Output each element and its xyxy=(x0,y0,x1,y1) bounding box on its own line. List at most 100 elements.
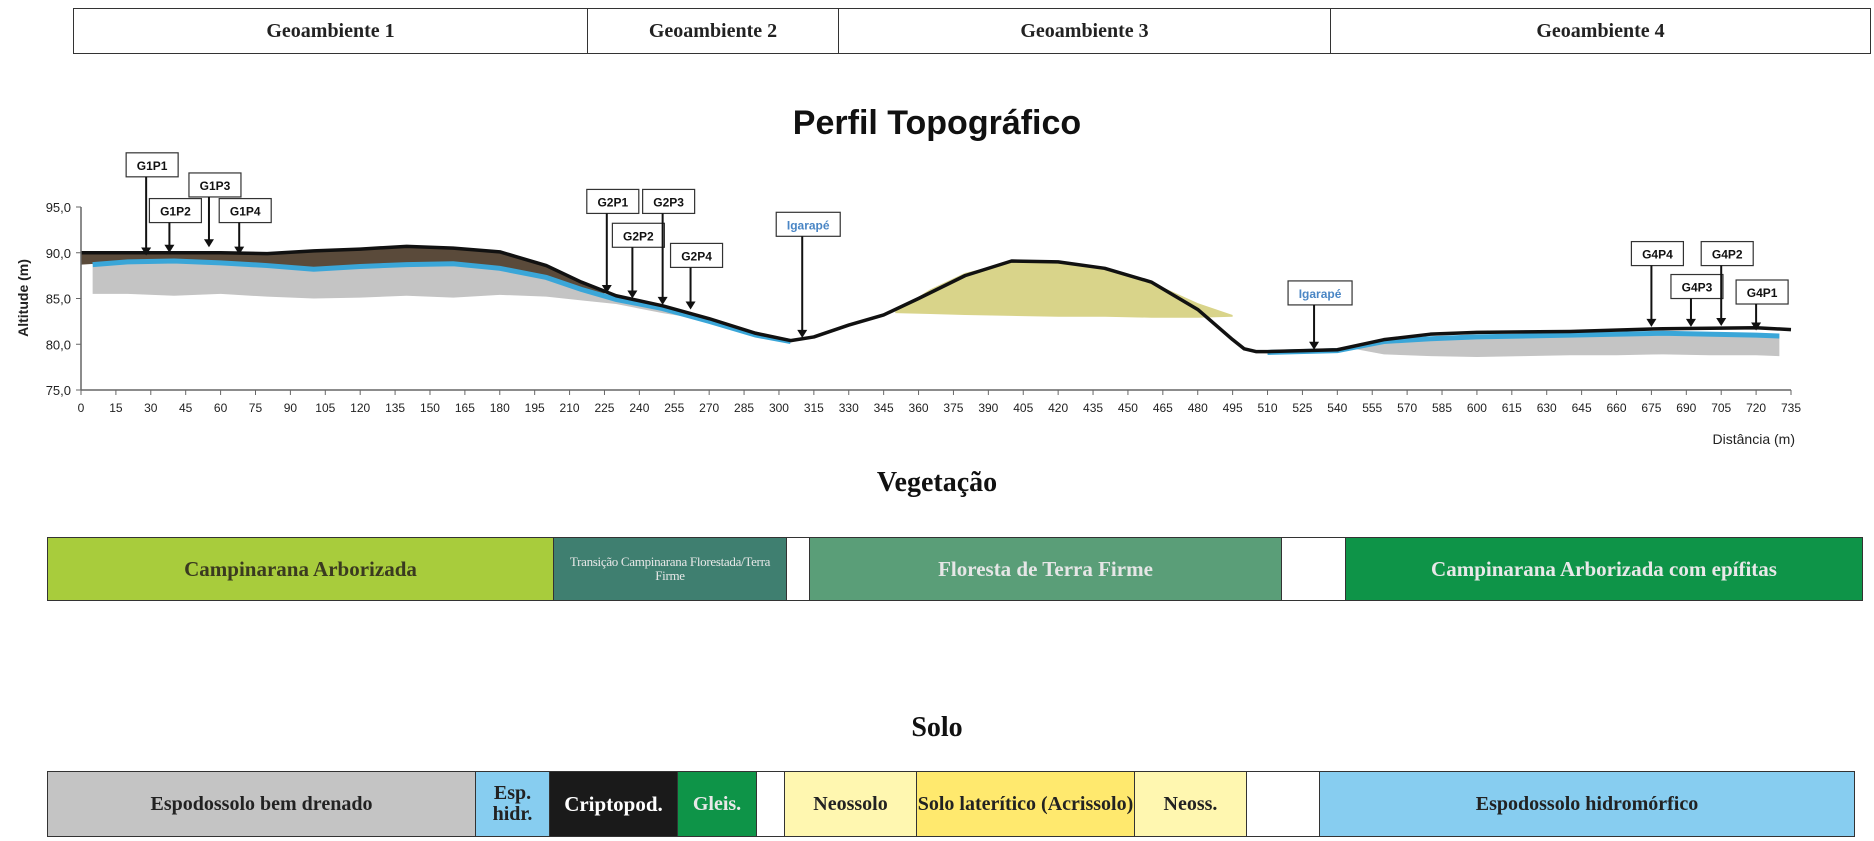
water-table-line-g1 xyxy=(92,258,792,344)
geoambiente-1: Geoambiente 1 xyxy=(72,8,589,54)
x-tick-label: 390 xyxy=(978,401,998,415)
solo-espodossolo-hidromorfico: Espodossolo hidromórfico xyxy=(1319,771,1855,837)
point-arrow-head xyxy=(164,244,175,253)
point-label: G1P4 xyxy=(230,205,261,219)
point-label-box xyxy=(218,197,272,224)
point-label: G4P4 xyxy=(1642,248,1673,262)
x-tick-label: 240 xyxy=(629,401,649,415)
point-label: G1P2 xyxy=(160,205,191,219)
x-tick-label: 15 xyxy=(109,401,123,415)
x-tick-label: 660 xyxy=(1606,401,1626,415)
x-tick-label: 210 xyxy=(560,401,580,415)
y-tick-label: 80,0 xyxy=(46,337,71,352)
x-tick-label: 420 xyxy=(1048,401,1068,415)
x-tick-label: 705 xyxy=(1711,401,1731,415)
solo-neossolo: Neossolo xyxy=(784,771,917,837)
x-tick-label: 495 xyxy=(1223,401,1243,415)
solo-neoss: Neoss. xyxy=(1134,771,1247,837)
x-tick-label: 360 xyxy=(909,401,929,415)
point-label: G4P3 xyxy=(1682,281,1713,295)
point-arrow-head xyxy=(657,296,668,305)
x-tick-label: 90 xyxy=(284,401,298,415)
x-tick-label: 45 xyxy=(179,401,193,415)
x-tick-label: 480 xyxy=(1188,401,1208,415)
point-arrow-head xyxy=(601,285,612,294)
x-tick-label: 225 xyxy=(594,401,614,415)
y-tick-label: 75,0 xyxy=(46,383,71,398)
vegetacao-gap-2 xyxy=(1280,537,1347,601)
y-tick-label: 95,0 xyxy=(46,200,71,215)
point-label: G1P3 xyxy=(200,179,231,193)
point-label-box xyxy=(1630,240,1685,267)
lateritic-body xyxy=(895,261,1233,318)
point-label: G4P2 xyxy=(1712,248,1743,262)
point-label-box xyxy=(188,172,242,198)
x-tick-label: 690 xyxy=(1676,401,1696,415)
point-arrow-head xyxy=(1309,341,1320,350)
x-tick-label: 135 xyxy=(385,401,405,415)
point-arrow-head xyxy=(1685,318,1696,327)
point-label-box xyxy=(669,242,724,269)
point-arrow-head xyxy=(1716,317,1727,326)
vegetacao-floresta-terra-firme: Floresta de Terra Firme xyxy=(809,537,1282,601)
point-label: G2P3 xyxy=(653,195,684,209)
x-tick-label: 165 xyxy=(455,401,475,415)
point-label-box xyxy=(1287,280,1353,306)
point-arrow-head xyxy=(627,290,638,299)
x-tick-label: 60 xyxy=(214,401,228,415)
sampling-points: G1P1G1P2G1P3G1P4G2P1G2P2G2P3G2P4IgarapéI… xyxy=(125,152,1789,350)
geoambiente-3: Geoambiente 3 xyxy=(837,8,1332,54)
point-label-box xyxy=(1670,273,1724,300)
x-tick-label: 510 xyxy=(1258,401,1278,415)
x-tick-label: 150 xyxy=(420,401,440,415)
x-tick-label: 465 xyxy=(1153,401,1173,415)
vegetacao-gap-1 xyxy=(785,537,811,601)
point-label: G1P1 xyxy=(137,159,168,173)
point-label-box xyxy=(611,222,665,248)
point-label-box xyxy=(125,152,179,178)
x-tick-label: 375 xyxy=(943,401,963,415)
x-tick-label: 345 xyxy=(874,401,894,415)
geoambiente-4: Geoambiente 4 xyxy=(1330,8,1871,54)
point-arrow-head xyxy=(685,301,696,310)
x-tick-label: 735 xyxy=(1781,401,1801,415)
brown-horizon-g1 xyxy=(81,246,605,297)
x-tick-label: 570 xyxy=(1397,401,1417,415)
solo-criptopodzolico: Criptopod. xyxy=(548,771,679,837)
x-tick-label: 405 xyxy=(1013,401,1033,415)
x-tick-label: 675 xyxy=(1641,401,1661,415)
x-tick-label: 180 xyxy=(490,401,510,415)
x-tick-label: 0 xyxy=(78,401,85,415)
point-arrow-head xyxy=(141,247,152,256)
point-label: Igarapé xyxy=(787,218,830,232)
solo-gap-2 xyxy=(1245,771,1321,837)
x-tick-label: 450 xyxy=(1118,401,1138,415)
x-tick-label: 285 xyxy=(734,401,754,415)
point-label-box xyxy=(586,188,640,215)
x-tick-label: 270 xyxy=(699,401,719,415)
point-label-box xyxy=(642,188,696,215)
x-tick-label: 615 xyxy=(1502,401,1522,415)
vegetacao-campinarana-epifitas: Campinarana Arborizada com epífitas xyxy=(1345,537,1863,601)
gray-soil-g1 xyxy=(92,262,779,342)
point-arrow-head xyxy=(797,329,808,338)
point-label-box xyxy=(148,197,203,224)
vegetacao-title: Vegetação xyxy=(876,467,998,498)
point-label-box xyxy=(1735,279,1789,305)
point-label: G2P1 xyxy=(597,195,628,209)
point-label: G2P4 xyxy=(681,249,712,263)
point-arrow-head xyxy=(203,239,214,248)
profile-layers xyxy=(81,244,1792,358)
point-label-box xyxy=(1700,240,1754,267)
x-tick-label: 330 xyxy=(839,401,859,415)
x-tick-label: 30 xyxy=(144,401,158,415)
y-axis-label: Altitude (m) xyxy=(15,259,31,337)
x-tick-label: 555 xyxy=(1362,401,1382,415)
solo-espodossolo-bem-drenado: Espodossolo bem drenado xyxy=(46,771,477,837)
x-tick-label: 435 xyxy=(1083,401,1103,415)
solo-title: Solo xyxy=(911,712,963,743)
x-tick-label: 300 xyxy=(769,401,789,415)
solo-esp-hidr: Esp. hidr. xyxy=(475,771,550,837)
x-tick-label: 255 xyxy=(664,401,684,415)
